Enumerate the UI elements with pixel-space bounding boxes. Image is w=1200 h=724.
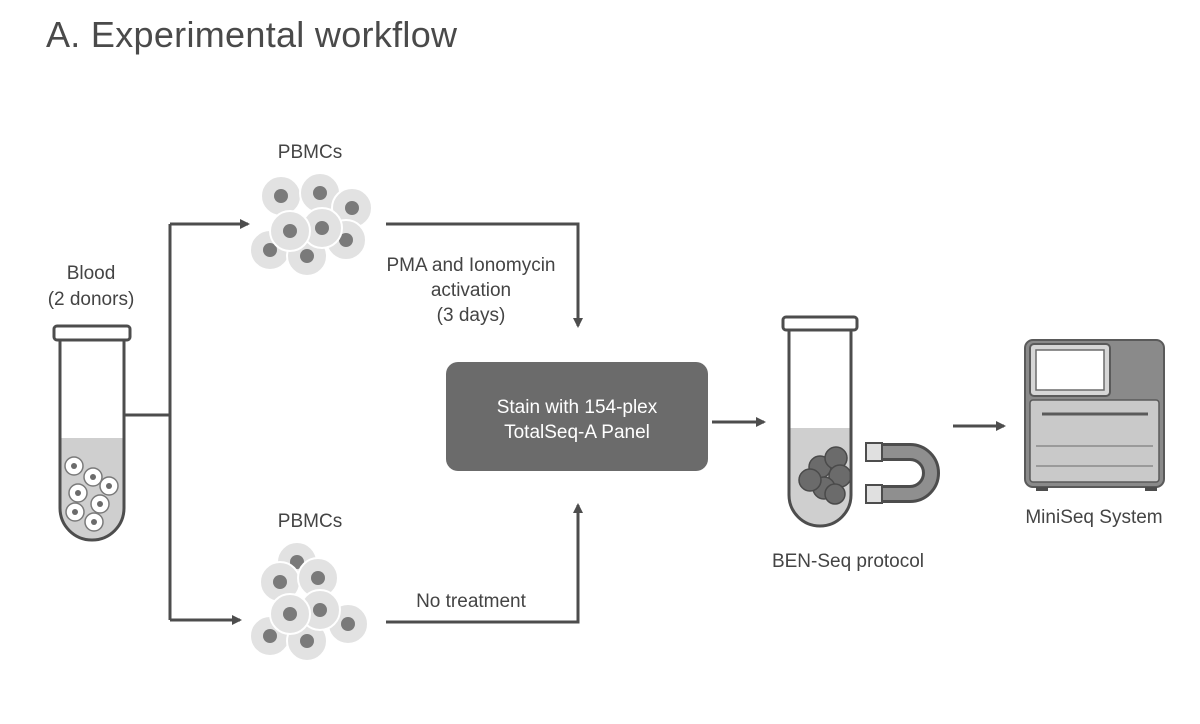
stain-label-line2: TotalSeq-A Panel [504, 422, 650, 443]
activation-label-line3: (3 days) [437, 305, 506, 326]
benseq-label: BEN-Seq protocol [772, 551, 924, 572]
blood-cells-icon [64, 456, 119, 532]
bead-cluster-icon [798, 446, 852, 505]
stain-label-line1: Stain with 154-plex [497, 397, 658, 418]
pbmcs-top-label: PBMCs [278, 142, 342, 163]
magnet-icon [865, 442, 940, 504]
blood-tube-icon [52, 324, 132, 542]
split-connector [124, 219, 250, 625]
donors-label: (2 donors) [48, 289, 135, 310]
pbmc-cluster-bottom-icon [249, 541, 369, 662]
benseq-tube-icon [781, 315, 859, 528]
activation-label-line1: PMA and Ionomycin [387, 255, 556, 276]
no-treatment-arrow [386, 503, 583, 624]
miniseq-label: MiniSeq System [1025, 507, 1162, 528]
no-treatment-label: No treatment [416, 591, 527, 612]
pbmcs-bottom-label: PBMCs [278, 511, 342, 532]
figure-title: A. Experimental workflow [46, 14, 458, 55]
miniseq-instrument-icon [1024, 339, 1165, 491]
pbmc-cluster-top-icon [249, 172, 373, 277]
blood-label: Blood [67, 263, 116, 284]
activation-arrow [386, 222, 583, 328]
stain-step-box: Stain with 154-plex TotalSeq-A Panel [446, 362, 708, 471]
activation-label-line2: activation [431, 280, 511, 301]
